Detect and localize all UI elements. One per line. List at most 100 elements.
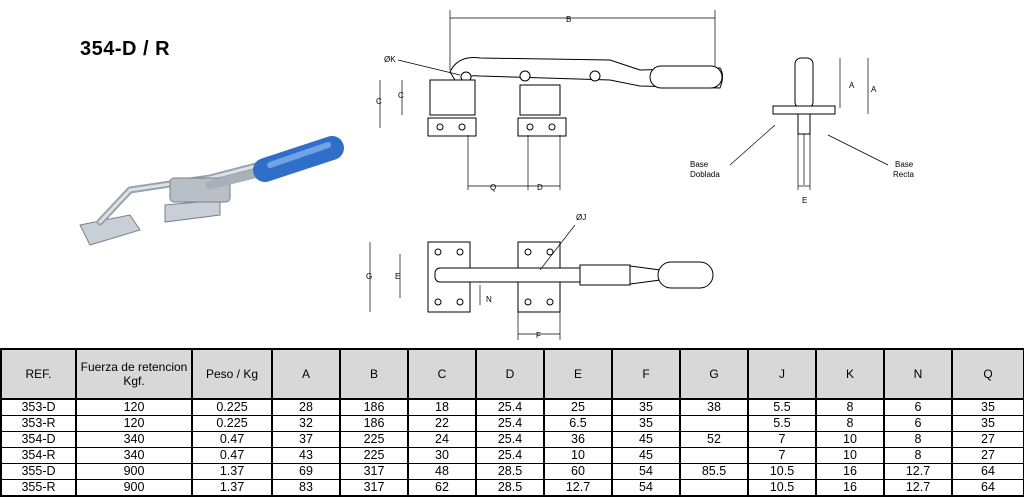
table-cell: 10	[543, 447, 613, 464]
table-cell: 22	[407, 415, 477, 432]
plan-view-drawing: G E N F ØJ	[366, 213, 714, 340]
table-cell: 900	[75, 479, 193, 497]
table-cell: 69	[271, 463, 341, 480]
table-cell: 10	[815, 447, 885, 464]
col-header-g: G	[679, 348, 749, 400]
table-cell: 25	[543, 399, 613, 416]
col-header-e: E	[543, 348, 613, 400]
table-cell: 353-D	[0, 399, 77, 416]
table-cell: 225	[339, 447, 409, 464]
table-cell: 12.7	[883, 463, 953, 480]
table-cell: 5.5	[747, 415, 817, 432]
table-cell: 354-D	[0, 431, 77, 448]
col-header-c: C	[407, 348, 477, 400]
table-cell: 25.4	[475, 431, 545, 448]
col-header-n: N	[883, 348, 953, 400]
table-cell: 1.37	[191, 479, 273, 497]
table-cell: 35	[951, 415, 1024, 432]
table-cell: 24	[407, 431, 477, 448]
table-cell: 6	[883, 399, 953, 416]
table-cell: 37	[271, 431, 341, 448]
table-cell: 10.5	[747, 463, 817, 480]
table-cell: 28.5	[475, 463, 545, 480]
end-view-drawing: E A A Base Doblada Base Recta	[690, 57, 914, 205]
table-cell: 120	[75, 399, 193, 416]
table-cell: 6.5	[543, 415, 613, 432]
dim-label-f: F	[536, 331, 541, 340]
table-cell: 12.7	[883, 479, 953, 497]
label-base-recta-1: Base	[895, 160, 914, 169]
table-cell: 317	[339, 463, 409, 480]
table-cell: 36	[543, 431, 613, 448]
table-cell: 52	[679, 431, 749, 448]
table-cell: 35	[611, 399, 681, 416]
table-cell: 64	[951, 479, 1024, 497]
table-cell: 355-D	[0, 463, 77, 480]
table-cell: 340	[75, 431, 193, 448]
table-cell: 186	[339, 399, 409, 416]
table-cell: 354-R	[0, 447, 77, 464]
table-cell: 900	[75, 463, 193, 480]
table-cell: 45	[611, 431, 681, 448]
table-cell: 8	[815, 415, 885, 432]
table-cell: 0.225	[191, 415, 273, 432]
col-header-b: B	[339, 348, 409, 400]
col-header-q: Q	[951, 348, 1024, 400]
col-header-j: J	[747, 348, 817, 400]
dim-label-oj: ØJ	[576, 213, 586, 222]
table-cell: 45	[611, 447, 681, 464]
table-cell: 25.4	[475, 447, 545, 464]
table-cell: 43	[271, 447, 341, 464]
clamp-photo	[79, 136, 344, 246]
table-cell: 25.4	[475, 415, 545, 432]
table-cell: 10	[815, 431, 885, 448]
dim-label-c1: C	[376, 97, 382, 106]
table-cell: 54	[611, 479, 681, 497]
table-header-row: REF. Fuerza de retencion Kgf. Peso / Kg …	[0, 348, 1024, 400]
dim-label-b: B	[566, 15, 571, 24]
table-cell: 186	[339, 415, 409, 432]
label-base-recta-2: Recta	[893, 170, 914, 179]
table-cell: 27	[951, 447, 1024, 464]
table-cell: 30	[407, 447, 477, 464]
col-header-k: K	[815, 348, 885, 400]
table-cell: 35	[611, 415, 681, 432]
table-cell: 225	[339, 431, 409, 448]
table-cell: 120	[75, 415, 193, 432]
table-cell: 18	[407, 399, 477, 416]
dim-label-a1: A	[849, 81, 855, 90]
table-cell: 85.5	[679, 463, 749, 480]
col-header-f: F	[611, 348, 681, 400]
table-cell: 60	[543, 463, 613, 480]
dim-label-c2: C	[398, 91, 404, 100]
col-header-a: A	[271, 348, 341, 400]
table-cell	[679, 479, 749, 497]
dim-label-q: Q	[490, 183, 496, 192]
table-cell: 0.47	[191, 431, 273, 448]
table-cell: 35	[951, 399, 1024, 416]
table-cell: 8	[883, 447, 953, 464]
page-title: 354-D / R	[80, 38, 171, 60]
table-cell: 8	[883, 431, 953, 448]
table-cell: 64	[951, 463, 1024, 480]
spec-table: REF. Fuerza de retencion Kgf. Peso / Kg …	[0, 348, 1024, 497]
table-cell: 6	[883, 415, 953, 432]
table-cell: 10.5	[747, 479, 817, 497]
table-cell: 1.37	[191, 463, 273, 480]
table-cell: 28.5	[475, 479, 545, 497]
table-cell: 340	[75, 447, 193, 464]
table-cell: 12.7	[543, 479, 613, 497]
dim-label-e2: E	[395, 272, 400, 281]
label-base-doblada-2: Doblada	[690, 170, 720, 179]
col-header-ref: REF.	[0, 348, 77, 400]
table-cell: 0.225	[191, 399, 273, 416]
technical-drawings: B Q D ØK C C E A A	[366, 10, 914, 340]
dim-label-e1: E	[802, 196, 807, 205]
